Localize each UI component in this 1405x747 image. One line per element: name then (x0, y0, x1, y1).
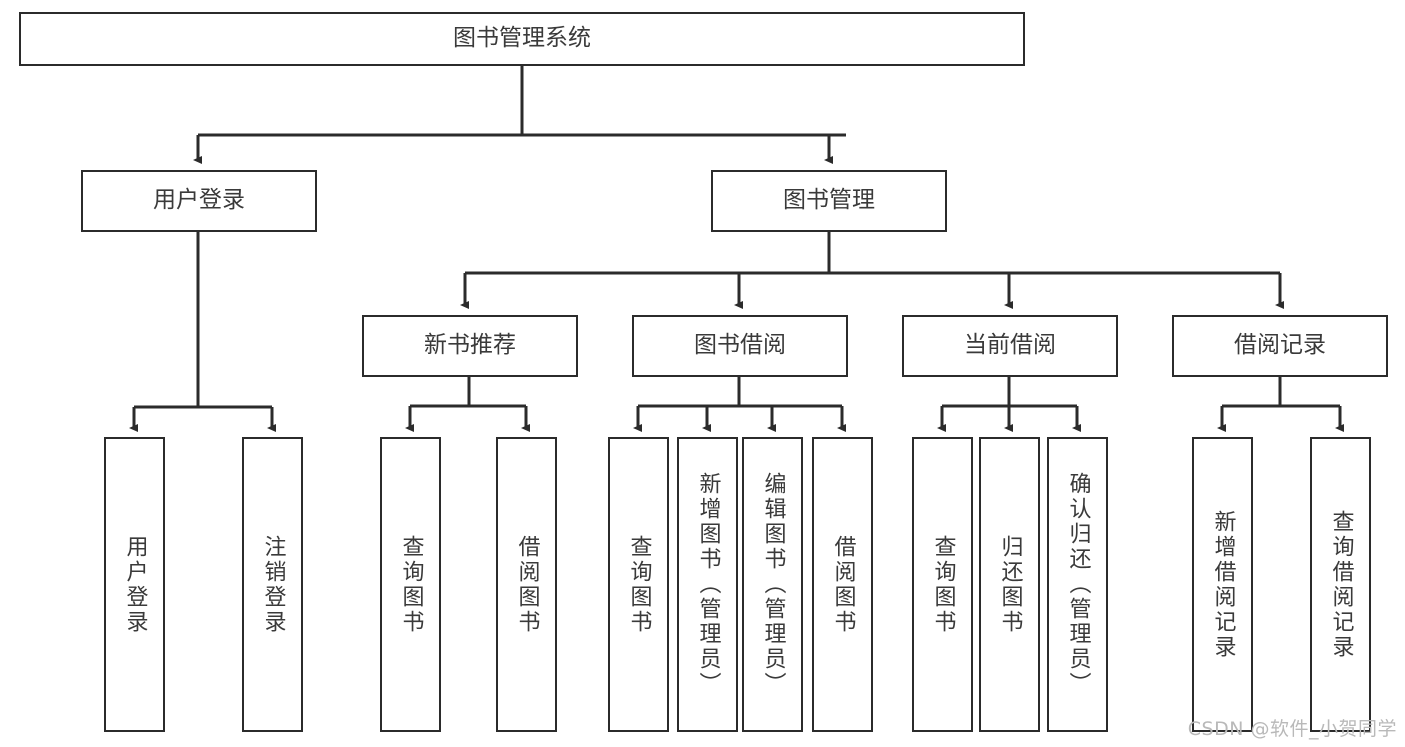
node-current-borrow[interactable]: 当前借阅 (902, 315, 1118, 377)
leaf-logout-login[interactable]: 注销登录 (242, 437, 303, 732)
leaf-query-book-2-label: 查询图书 (626, 534, 652, 635)
node-book-borrow[interactable]: 图书借阅 (632, 315, 848, 377)
leaf-query-borrow-record-label: 查询借阅记录 (1328, 509, 1354, 660)
node-new-book-recommend-label: 新书推荐 (424, 332, 516, 359)
leaf-logout-login-label: 注销登录 (260, 534, 286, 635)
node-book-management-label: 图书管理 (783, 187, 875, 214)
leaf-edit-book-admin-label: 编辑图书（管理员） (760, 472, 786, 697)
leaf-user-login-label: 用户登录 (122, 534, 148, 635)
leaf-query-book-1-label: 查询图书 (398, 534, 424, 635)
node-current-borrow-label: 当前借阅 (964, 332, 1056, 359)
leaf-query-book-3-label: 查询图书 (930, 534, 956, 635)
leaf-edit-book-admin[interactable]: 编辑图书（管理员） (742, 437, 803, 732)
leaf-add-borrow-record-label: 新增借阅记录 (1210, 509, 1236, 660)
leaf-query-book-2[interactable]: 查询图书 (608, 437, 669, 732)
node-user-login-label: 用户登录 (153, 187, 245, 214)
leaf-query-borrow-record[interactable]: 查询借阅记录 (1310, 437, 1371, 732)
leaf-confirm-return-admin[interactable]: 确认归还（管理员） (1047, 437, 1108, 732)
leaf-borrow-book-2-label: 借阅图书 (830, 534, 856, 635)
leaf-add-book-admin[interactable]: 新增图书（管理员） (677, 437, 738, 732)
node-book-management[interactable]: 图书管理 (711, 170, 947, 232)
leaf-add-book-admin-label: 新增图书（管理员） (695, 472, 721, 697)
node-root[interactable]: 图书管理系统 (19, 12, 1025, 66)
leaf-borrow-book-2[interactable]: 借阅图书 (812, 437, 873, 732)
leaf-confirm-return-admin-label: 确认归还（管理员） (1065, 472, 1091, 697)
leaf-borrow-book-1-label: 借阅图书 (514, 534, 540, 635)
leaf-return-book-label: 归还图书 (997, 534, 1023, 635)
node-borrow-record-label: 借阅记录 (1234, 332, 1326, 359)
leaf-query-book-1[interactable]: 查询图书 (380, 437, 441, 732)
leaf-add-borrow-record[interactable]: 新增借阅记录 (1192, 437, 1253, 732)
node-borrow-record[interactable]: 借阅记录 (1172, 315, 1388, 377)
node-root-label: 图书管理系统 (453, 25, 591, 52)
leaf-return-book[interactable]: 归还图书 (979, 437, 1040, 732)
node-book-borrow-label: 图书借阅 (694, 332, 786, 359)
leaf-borrow-book-1[interactable]: 借阅图书 (496, 437, 557, 732)
node-new-book-recommend[interactable]: 新书推荐 (362, 315, 578, 377)
leaf-user-login[interactable]: 用户登录 (104, 437, 165, 732)
node-user-login[interactable]: 用户登录 (81, 170, 317, 232)
watermark-text: CSDN @软件_小贺同学 (1187, 718, 1397, 740)
leaf-query-book-3[interactable]: 查询图书 (912, 437, 973, 732)
